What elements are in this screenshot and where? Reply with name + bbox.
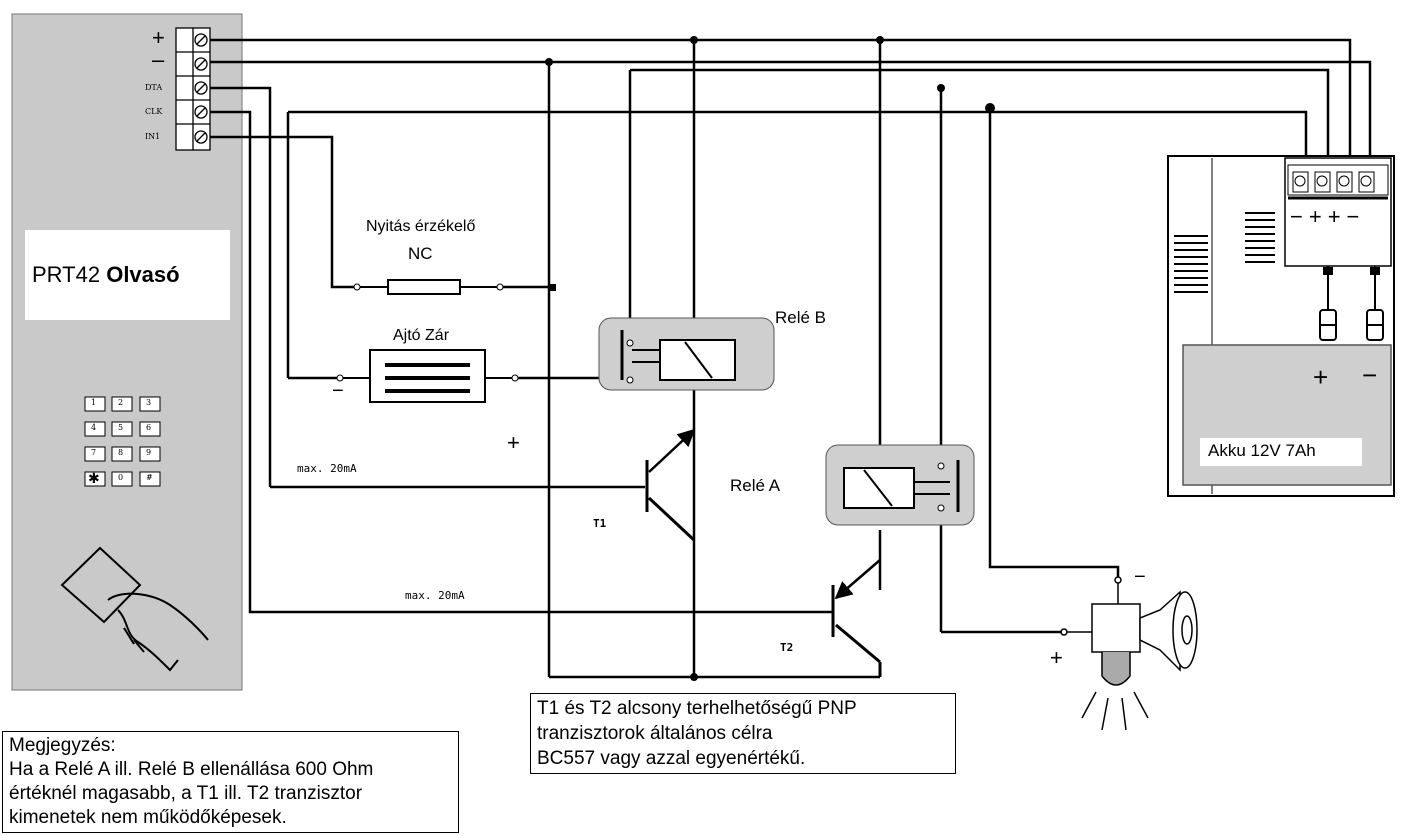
current-label-2: max. 20mA [405,589,465,602]
key-3: 3 [146,398,152,407]
key-1: 1 [91,398,97,407]
key-4: 4 [91,423,97,432]
lock-plus-sign: + [507,430,520,455]
reader-type: Olvasó [106,262,180,287]
door-sensor-symbol [353,279,504,295]
terminal-dta-label: DTA [145,83,163,92]
relay-b-label: Relé B [775,308,827,327]
lock-minus-label: − [332,380,344,402]
siren-minus-label: − [1134,566,1146,588]
current-label-1: max. 20mA [297,462,357,475]
t1-label: T1 [593,517,607,530]
hand-card-icon [60,546,209,672]
relay-a-label: Relé A [730,476,781,495]
lock-label: Ajtó Zár [393,327,450,344]
door-lock-symbol [336,349,519,403]
relay-a-symbol [825,444,975,526]
transistor-note: T1 és T2 alcsony terhelhetőségű PNP tran… [530,693,956,774]
key-9: 9 [146,448,152,457]
reader-title: PRT42 Olvasó [32,262,180,288]
battery-plus-label: + [1313,362,1329,392]
keypad [84,396,161,487]
terminal-plus-label: + [152,25,165,50]
psu-terminal-labels: −++− [1290,204,1366,229]
key-2: 2 [118,398,124,407]
sensor-type: NC [408,244,433,263]
key-8: 8 [118,448,124,457]
key-7: 7 [91,448,97,457]
key-5: 5 [118,423,124,432]
wires [210,38,1372,679]
key-hash: # [146,473,153,482]
terminal-minus-label: – [152,47,165,72]
power-supply [1167,155,1395,497]
reader-model: PRT42 [32,262,101,287]
terminal-block [175,27,211,151]
junction-dots [545,36,995,681]
reader-panel [11,13,243,691]
sensor-title: Nyitás érzékelő [366,218,476,235]
key-6: 6 [146,423,152,432]
battery-minus-label: − [1362,360,1378,390]
transistor-t2 [831,559,882,677]
siren-icon [1060,576,1198,731]
key-star: ✱ [88,470,100,486]
siren-plus-label: + [1050,645,1063,670]
terminal-in1-label: IN1 [145,132,161,141]
t2-label: T2 [780,641,794,654]
remark-note: Megjegyzés: Ha a Relé A ill. Relé B elle… [2,731,459,833]
transistor-t1 [645,428,696,542]
battery-label: Akku 12V 7Ah [1208,441,1316,460]
terminal-clk-label: CLK [145,107,163,116]
relay-b-symbol [598,317,775,391]
key-0: 0 [118,473,124,482]
